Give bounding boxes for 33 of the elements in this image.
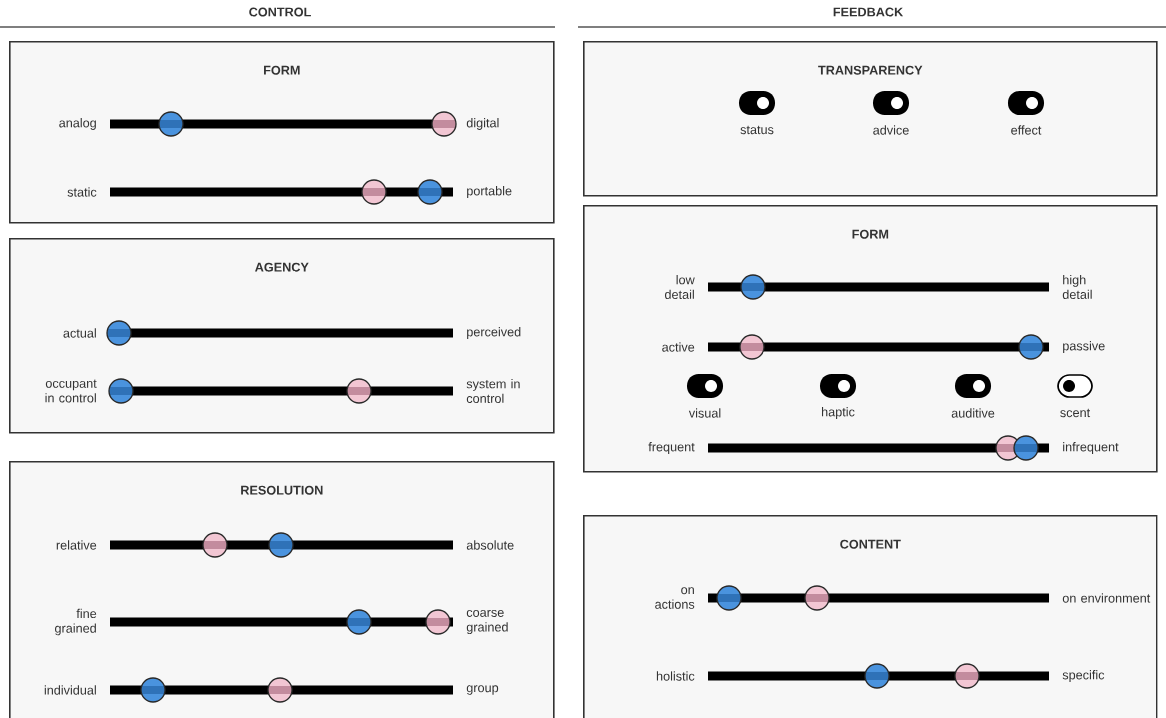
slider-label: coarse grained [466, 609, 508, 635]
slider-label: individual [44, 685, 96, 695]
slider-label: holistic [656, 671, 695, 681]
toggle-label: visual [688, 408, 721, 418]
toggle-label: auditive [951, 408, 995, 418]
slider-label: frequent [648, 442, 695, 454]
slider-label: infrequent [1063, 442, 1119, 454]
slider-label: low detail [665, 275, 695, 299]
slider-label: passive [1063, 341, 1105, 353]
slider-label: occupant in control [45, 379, 97, 403]
slider-label: perceived [467, 327, 521, 339]
slider-label: group [466, 685, 499, 695]
toggle-label: status [740, 125, 774, 135]
slider-label: actual [63, 328, 96, 338]
slider-label: portable [467, 186, 512, 198]
slider-label: high detail [1062, 275, 1092, 299]
slider-label: on actions [655, 587, 695, 609]
slider-label: digital [466, 118, 499, 130]
slider-label: active [662, 342, 695, 352]
slider-label: fine grained [55, 608, 97, 636]
toggle-label: advice [873, 125, 909, 135]
section-heading: FEEDBACK [833, 7, 904, 17]
slider-label: specific [1062, 670, 1105, 682]
slider-label: absolute [466, 540, 514, 550]
slider-label: system in control [466, 379, 520, 403]
toggle-label: effect [1011, 125, 1042, 135]
section-heading: CONTROL [249, 7, 311, 17]
toggle-label: haptic [822, 407, 855, 419]
toggle-label: scent [1060, 408, 1091, 418]
slider-label: static [67, 187, 97, 197]
slider-label: relative [56, 540, 97, 550]
slider-label: analog [59, 118, 96, 130]
slider-label: on environment [1062, 593, 1151, 603]
